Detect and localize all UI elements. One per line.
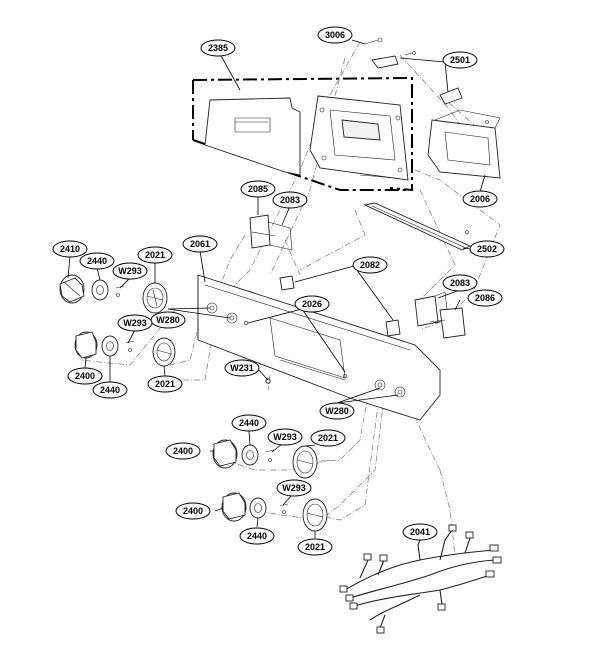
callout-2026: 2026 — [294, 295, 330, 313]
bezel-2440-lower1 — [241, 444, 259, 466]
callout-2085: 2085 — [240, 180, 276, 198]
svg-text:2021: 2021 — [318, 433, 338, 443]
connector-2082 — [279, 275, 401, 337]
dial-2021-upper — [142, 282, 168, 314]
svg-text:2041: 2041 — [410, 527, 430, 537]
callout-W293-upper: W293 — [112, 262, 148, 280]
wire-harness-2041 — [339, 524, 502, 634]
callout-W231: W231 — [224, 359, 260, 377]
screw-3006 — [364, 37, 383, 45]
svg-text:2083: 2083 — [450, 278, 470, 288]
bar-2502 — [363, 202, 472, 251]
svg-text:2400: 2400 — [173, 446, 193, 456]
svg-text:2501: 2501 — [450, 55, 470, 65]
display-board — [309, 95, 409, 181]
callout-2440-lower2: 2440 — [239, 527, 275, 545]
callout-2385: 2385 — [200, 39, 236, 57]
switch-2086 — [429, 307, 466, 339]
callout-2021-lower2: 2021 — [297, 538, 333, 556]
callout-2083-upper: 2083 — [272, 191, 308, 209]
knob-2410 — [59, 274, 85, 304]
callout-2410: 2410 — [52, 240, 88, 258]
svg-text:W293: W293 — [118, 266, 142, 276]
spring-W293-mid — [125, 340, 135, 352]
callout-2400-lower2: 2400 — [175, 502, 211, 520]
callout-2006: 2006 — [462, 190, 498, 208]
callout-2082: 2082 — [352, 256, 388, 274]
svg-text:2021: 2021 — [145, 250, 165, 260]
svg-text:2021: 2021 — [155, 379, 175, 389]
spring-W293-upper — [115, 285, 125, 297]
svg-text:W280: W280 — [156, 315, 180, 325]
svg-text:2085: 2085 — [248, 184, 268, 194]
callout-2041: 2041 — [402, 523, 438, 541]
leader-lines — [67, 39, 486, 540]
svg-text:2006: 2006 — [470, 194, 490, 204]
callout-2021-lower1: 2021 — [310, 429, 346, 447]
callout-2021-upper: 2021 — [137, 246, 173, 264]
svg-text:2082: 2082 — [360, 260, 380, 270]
callout-2502: 2502 — [469, 240, 505, 258]
svg-text:2400: 2400 — [75, 371, 95, 381]
callout-2083-lower: 2083 — [442, 274, 478, 292]
svg-text:2086: 2086 — [475, 293, 495, 303]
module-2006 — [427, 109, 501, 179]
svg-text:W280: W280 — [325, 406, 349, 416]
svg-text:2026: 2026 — [302, 299, 322, 309]
screw-W231 — [265, 378, 271, 384]
svg-text:2410: 2410 — [60, 244, 80, 254]
svg-text:2385: 2385 — [208, 43, 228, 53]
svg-text:2061: 2061 — [190, 239, 210, 249]
bezel-2440-lower2 — [249, 497, 267, 519]
spring-W293-lower2 — [279, 503, 289, 514]
svg-text:2440: 2440 — [100, 385, 120, 395]
svg-text:2400: 2400 — [183, 506, 203, 516]
callout-W293-lower2: W293 — [276, 479, 312, 497]
bezel-2440-upper — [91, 279, 109, 301]
dial-2021-mid — [152, 337, 176, 367]
callout-3006: 3006 — [317, 26, 353, 44]
bracket-2501 — [371, 51, 463, 105]
callout-2501: 2501 — [442, 51, 478, 69]
callout-2021-mid: 2021 — [147, 375, 183, 393]
callout-2440-mid: 2440 — [92, 381, 128, 399]
knob-2400-mid — [74, 331, 98, 359]
svg-text:2502: 2502 — [477, 244, 497, 254]
callout-W280-right: W280 — [319, 402, 355, 420]
callout-2400-lower1: 2400 — [165, 442, 201, 460]
knob-2400-lower1 — [212, 439, 238, 469]
svg-text:2083: 2083 — [280, 195, 300, 205]
svg-text:2021: 2021 — [305, 542, 325, 552]
callout-2440-lower1: 2440 — [231, 414, 267, 432]
svg-text:2440: 2440 — [247, 531, 267, 541]
svg-text:W293: W293 — [123, 318, 147, 328]
spring-W293-lower1 — [265, 449, 275, 462]
callout-2440-upper: 2440 — [79, 252, 115, 270]
svg-text:W293: W293 — [273, 432, 297, 442]
control-panel-2061 — [197, 274, 441, 421]
callout-2086: 2086 — [467, 289, 503, 307]
svg-text:W231: W231 — [230, 363, 254, 373]
svg-text:2440: 2440 — [239, 418, 259, 428]
knob-2400-lower2 — [221, 492, 247, 522]
callout-2061: 2061 — [182, 235, 218, 253]
svg-text:W293: W293 — [282, 483, 306, 493]
svg-text:2440: 2440 — [87, 256, 107, 266]
svg-text:3006: 3006 — [325, 30, 345, 40]
switch-2085 — [249, 214, 293, 251]
callout-W293-lower1: W293 — [267, 428, 303, 446]
callout-W280-left: W280 — [150, 311, 186, 329]
bezel-2440-mid — [101, 335, 119, 357]
dial-2021-lower2 — [302, 498, 328, 532]
overlay-part-2385 — [204, 97, 301, 176]
callout-2400-mid: 2400 — [67, 367, 103, 385]
callout-W293-mid: W293 — [117, 314, 153, 332]
dial-2021-lower1 — [292, 445, 318, 479]
